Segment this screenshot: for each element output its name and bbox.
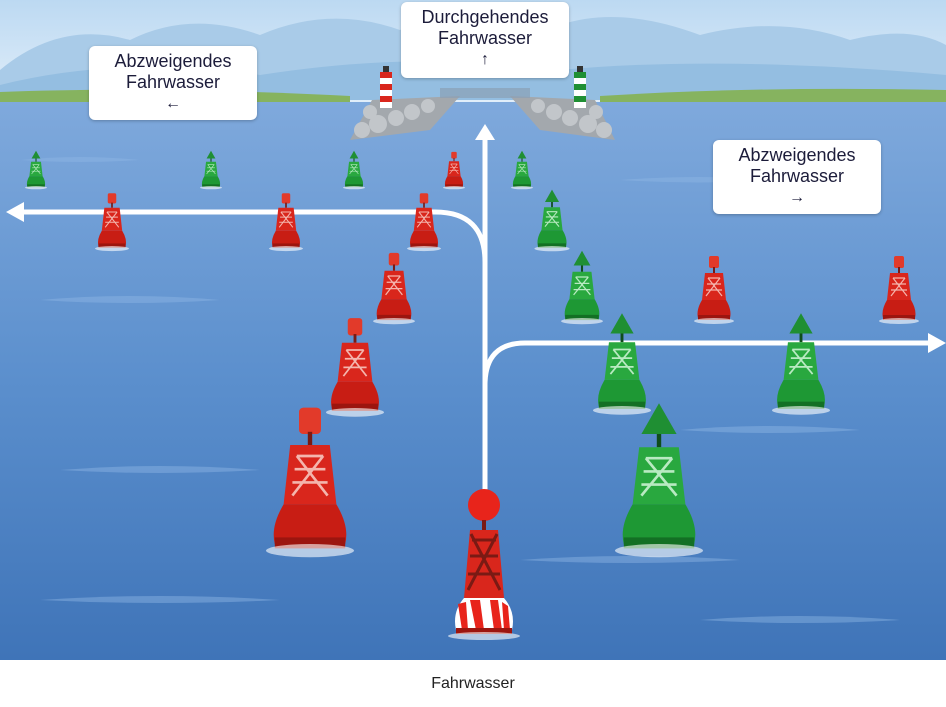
figure-caption: Fahrwasser	[431, 674, 515, 692]
label-branch-left-line1: Abzweigendes	[114, 51, 232, 71]
arrow-right-icon: →	[789, 189, 805, 206]
label-branch-left-line2: Fahrwasser	[125, 72, 221, 92]
label-main-fairway-line1: Durchgehendes	[421, 7, 549, 27]
arrow-up-icon: ↑	[481, 51, 489, 68]
label-branch-right-line1: Abzweigendes	[738, 145, 856, 165]
shore-right	[600, 88, 946, 104]
arrow-left-icon: ←	[165, 95, 181, 112]
label-main-fairway-line2: Fahrwasser	[437, 28, 533, 48]
branch-right-arrow	[482, 340, 933, 388]
fairway-scene: Abzweigendes Fahrwasser ← Durchgehendes …	[0, 0, 946, 660]
label-main-fairway: Durchgehendes Fahrwasser ↑	[401, 2, 569, 78]
lighthouse-icon	[380, 66, 586, 108]
label-branch-right-line2: Fahrwasser	[749, 166, 845, 186]
branch-left-arrow	[19, 209, 488, 265]
label-branch-left: Abzweigendes Fahrwasser ←	[89, 46, 257, 120]
water-ripples	[20, 157, 900, 623]
harbour-pier-icon	[350, 88, 615, 140]
label-branch-right: Abzweigendes Fahrwasser →	[713, 140, 881, 214]
red-white-safe-water-buoy-icon	[448, 489, 520, 640]
route-arrows	[19, 127, 933, 498]
